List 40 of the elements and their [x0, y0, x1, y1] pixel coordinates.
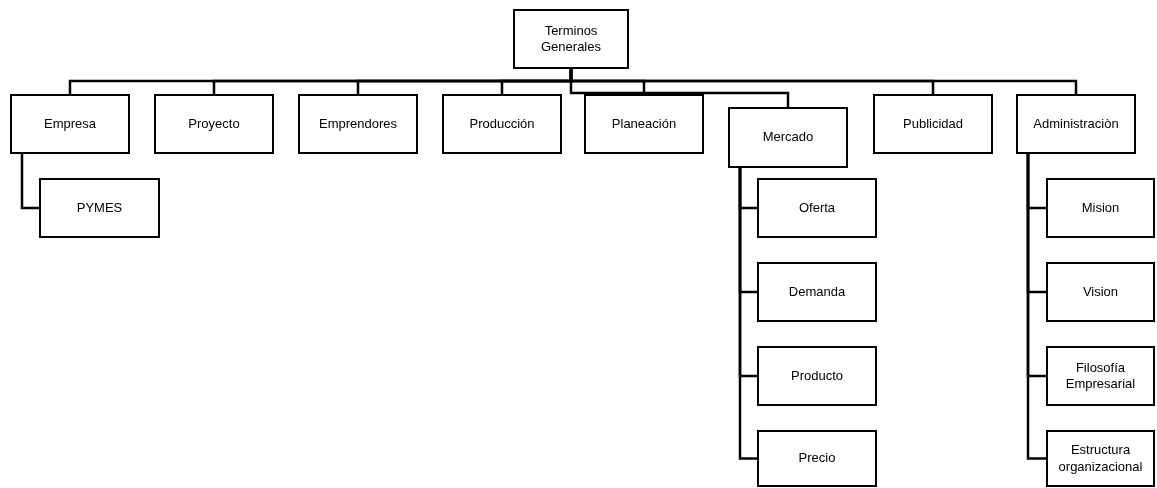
org-box	[728, 107, 848, 168]
box-label: Publicidad	[903, 115, 963, 133]
org-box	[1046, 178, 1155, 238]
box-label: Emprendores	[318, 115, 397, 133]
box-label: Administraciòn	[1033, 115, 1119, 133]
org-box	[1016, 94, 1136, 154]
box-label: Planeación	[611, 115, 677, 133]
org-box	[757, 430, 877, 487]
box-label: Vision	[1082, 283, 1119, 301]
box-label: Mercado	[762, 129, 814, 146]
org-box	[298, 94, 418, 154]
connector-line	[20, 154, 39, 210]
org-box	[513, 9, 629, 69]
org-box	[757, 346, 877, 406]
box-label: Filosofía Empresarial	[1064, 359, 1137, 393]
connector-line	[738, 168, 757, 460]
box-label: Producto	[790, 367, 843, 385]
org-box	[757, 262, 877, 322]
org-box	[10, 94, 130, 154]
box-label: Terminos Generales	[540, 22, 602, 56]
org-box	[584, 94, 704, 154]
connector-line	[569, 69, 1078, 94]
box-label: Proyecto	[188, 115, 240, 133]
org-box	[757, 178, 877, 238]
org-box	[1046, 262, 1155, 322]
org-box	[1046, 346, 1155, 406]
box-label: Empresa	[44, 115, 96, 133]
org-box	[154, 94, 274, 154]
box-label: Mision	[1081, 199, 1120, 217]
box-label: Precio	[798, 450, 836, 467]
org-box	[1046, 430, 1155, 487]
org-box	[39, 178, 160, 238]
box-label: Demanda	[788, 283, 846, 301]
box-label: Estructura organizacional	[1057, 442, 1144, 475]
org-box	[442, 94, 562, 154]
box-label: Oferta	[798, 199, 836, 217]
box-label: Producción	[469, 115, 535, 133]
org-box	[873, 94, 993, 154]
connector-line	[1026, 154, 1046, 460]
box-label: PYMES	[76, 199, 123, 217]
